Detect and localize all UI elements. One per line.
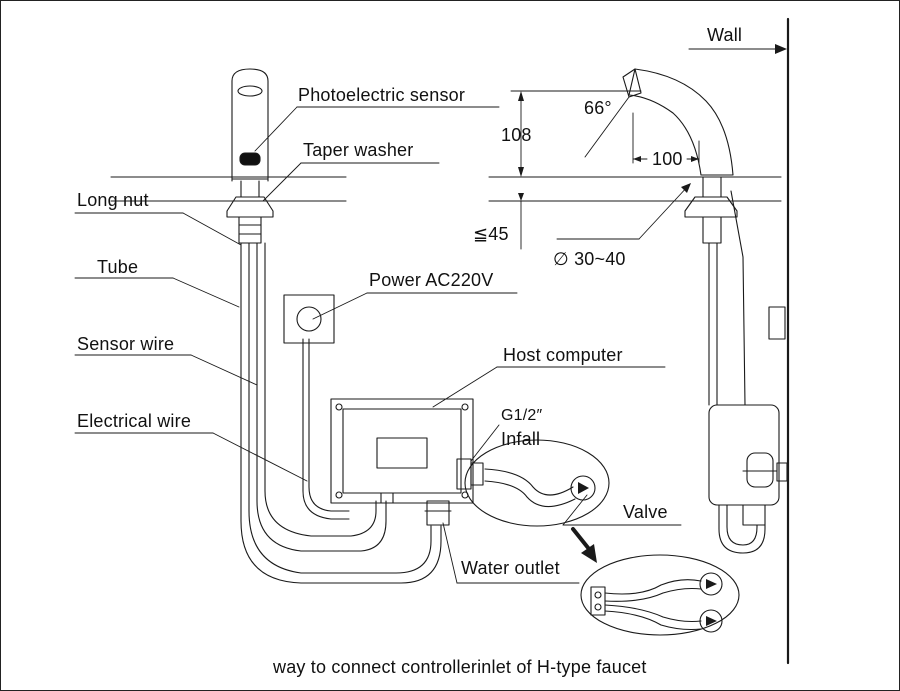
right-faucet xyxy=(488,68,788,554)
hole-diameter-dimension: ∅ 30~40 xyxy=(553,249,626,269)
long-nut-label: Long nut xyxy=(77,190,149,210)
sensor-wire-label: Sensor wire xyxy=(77,334,175,354)
host-computer-label: Host computer xyxy=(503,345,623,365)
wall xyxy=(688,17,790,665)
taper-washer-label: Taper washer xyxy=(303,140,414,160)
hoses xyxy=(240,242,442,584)
detail-arrow xyxy=(571,527,597,563)
h-type-detail xyxy=(580,554,740,636)
left-faucet xyxy=(110,68,347,244)
g-half-label: G1/2″ xyxy=(501,407,543,424)
angle-dimension: 66° xyxy=(584,98,612,118)
photoelectric-sensor-label: Photoelectric sensor xyxy=(298,85,466,105)
thickness-dimension: ≦45 xyxy=(473,224,509,244)
height-dimension: 108 xyxy=(501,125,532,145)
diagram-caption: way to connect controllerinlet of H-type… xyxy=(273,657,647,677)
down-arrow-icon xyxy=(581,544,597,563)
valve-icon xyxy=(578,482,589,494)
wall-arrow-icon xyxy=(775,44,787,54)
dimension-lines xyxy=(510,90,700,250)
reach-dimension: 100 xyxy=(652,149,683,169)
wall-label: Wall xyxy=(707,25,743,45)
water-outlet-label: Water outlet xyxy=(461,558,560,578)
electrical-wire-label: Electrical wire xyxy=(77,411,192,431)
sensor-window-icon xyxy=(239,152,261,166)
tube-label: Tube xyxy=(97,257,139,277)
infall-label: Infall xyxy=(501,429,541,449)
infall-detail xyxy=(464,439,610,527)
power-socket xyxy=(283,294,335,344)
host-computer xyxy=(330,398,484,526)
power-label: Power AC220V xyxy=(369,270,494,290)
leader-lines xyxy=(74,106,682,584)
valve-label: Valve xyxy=(623,502,668,522)
